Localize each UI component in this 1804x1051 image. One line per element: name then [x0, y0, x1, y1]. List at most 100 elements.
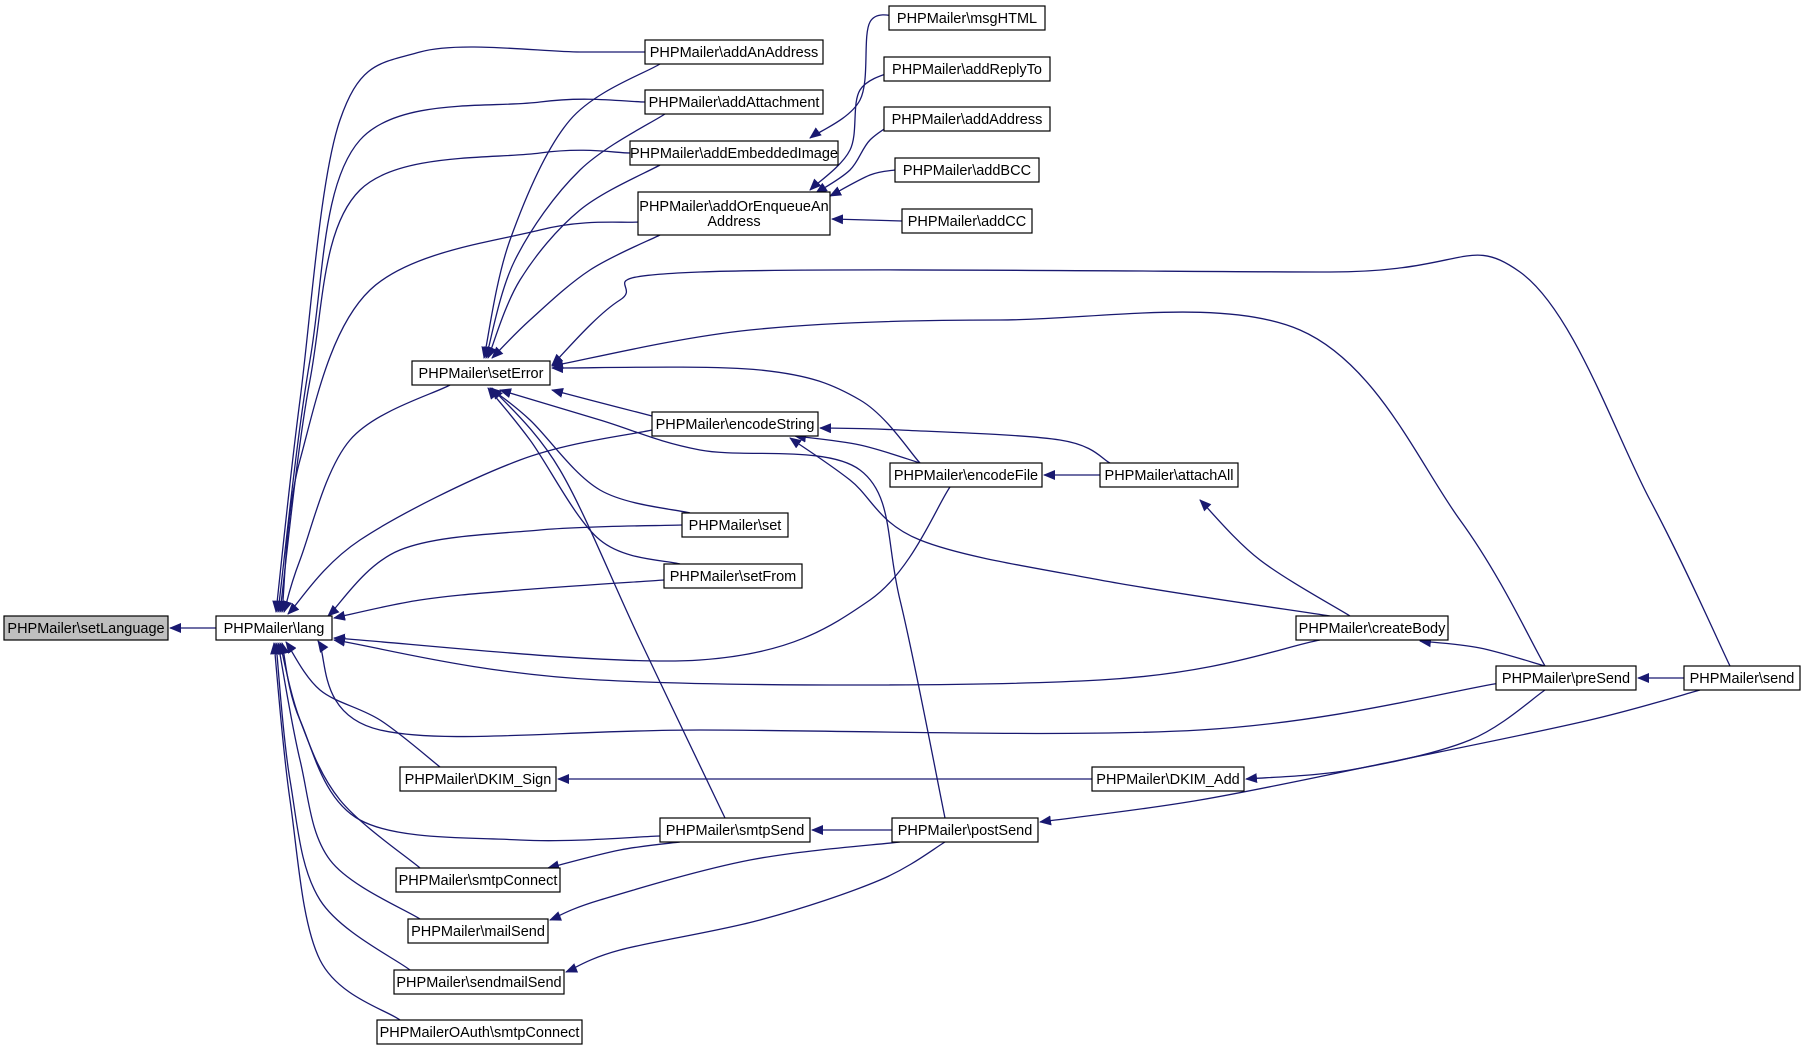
edge-postSend-to-mailSend — [549, 841, 901, 921]
edge-line — [487, 387, 681, 565]
node-setFrom[interactable]: PHPMailer\setFrom — [663, 563, 803, 589]
node-box[interactable] — [894, 157, 1040, 183]
edge-line — [1039, 689, 1701, 826]
node-box[interactable] — [1295, 615, 1449, 641]
edge-createBody-to-attachAll — [1199, 499, 1351, 617]
edge-line — [487, 164, 661, 359]
node-send[interactable]: PHPMailer\send — [1683, 665, 1801, 691]
node-box[interactable] — [1495, 665, 1637, 691]
edge-postSend-to-sendmailSend — [565, 841, 946, 973]
edge-addAttachment-to-lang — [274, 98, 646, 613]
node-lang[interactable]: PHPMailer\lang — [215, 615, 333, 641]
edge-line — [547, 841, 681, 871]
edge-addBCC-to-addOrEnqueue — [829, 169, 896, 197]
node-box[interactable] — [411, 360, 551, 386]
edge-line — [481, 63, 661, 359]
edge-oauthSmtpConnect-to-lang — [270, 642, 401, 1021]
node-box[interactable] — [1091, 766, 1245, 792]
node-smtpConnect[interactable]: PHPMailer\smtpConnect — [395, 867, 561, 893]
edge-line — [789, 437, 1331, 617]
node-box[interactable] — [644, 39, 824, 65]
edge-addOrEnqueue-to-setError — [491, 234, 661, 359]
node-box[interactable] — [891, 817, 1039, 843]
node-createBody[interactable]: PHPMailer\createBody — [1295, 615, 1449, 641]
node-box[interactable] — [376, 1019, 583, 1045]
edge-encodeFile-to-setError — [551, 363, 921, 464]
node-smtpSend[interactable]: PHPMailer\smtpSend — [659, 817, 811, 843]
edge-line — [491, 387, 726, 819]
node-box[interactable] — [215, 615, 333, 641]
node-addCC[interactable]: PHPMailer\addCC — [901, 208, 1033, 234]
node-box[interactable] — [399, 766, 557, 792]
node-box[interactable] — [3, 615, 169, 641]
node-box[interactable] — [651, 411, 819, 437]
node-postSend[interactable]: PHPMailer\postSend — [891, 817, 1039, 843]
node-box[interactable] — [393, 969, 565, 995]
node-label: PHPMailer\set — [689, 518, 782, 534]
edge-line — [809, 68, 901, 191]
edge-line — [831, 214, 903, 225]
node-setLanguage[interactable]: PHPMailer\setLanguage — [3, 615, 169, 641]
edge-line — [819, 423, 1111, 464]
node-label: PHPMailerOAuth\smtpConnect — [380, 1025, 580, 1041]
node-addAddress[interactable]: PHPMailer\addAddress — [883, 106, 1051, 132]
node-box[interactable] — [637, 191, 831, 236]
edge-createBody-to-lang — [333, 636, 1321, 686]
edge-sendmailSend-to-lang — [272, 642, 411, 971]
edge-line — [551, 388, 653, 417]
node-setError[interactable]: PHPMailer\setError — [411, 360, 551, 386]
node-addBCC[interactable]: PHPMailer\addBCC — [894, 157, 1040, 183]
node-box[interactable] — [1099, 462, 1239, 488]
node-mailSend[interactable]: PHPMailer\mailSend — [407, 918, 549, 944]
node-DKIM_Sign[interactable]: PHPMailer\DKIM_Sign — [399, 766, 557, 792]
edge-line — [499, 388, 946, 819]
node-addEmbeddedImage[interactable]: PHPMailer\addEmbeddedImage — [629, 140, 839, 166]
node-addAttachment[interactable]: PHPMailer\addAttachment — [644, 89, 824, 115]
node-box[interactable] — [681, 512, 789, 538]
node-box[interactable] — [1683, 665, 1801, 691]
node-sendmailSend[interactable]: PHPMailer\sendmailSend — [393, 969, 565, 995]
node-box[interactable] — [889, 462, 1043, 488]
node-box[interactable] — [888, 5, 1046, 31]
edge-setError-to-lang — [282, 384, 451, 613]
node-box[interactable] — [901, 208, 1033, 234]
node-box[interactable] — [395, 867, 561, 893]
edge-preSend-to-lang — [317, 640, 1501, 738]
edge-addReplyTo-to-addOrEnqueue — [809, 68, 901, 191]
edge-line — [794, 432, 921, 464]
edge-smtpSend-to-lang — [279, 642, 661, 842]
edge-addAnAddress-to-lang — [272, 46, 646, 613]
node-box[interactable] — [883, 106, 1051, 132]
node-label: PHPMailer\addBCC — [903, 163, 1031, 179]
edge-preSend-to-setError — [551, 311, 1546, 667]
node-encodeFile[interactable]: PHPMailer\encodeFile — [889, 462, 1043, 488]
node-box[interactable] — [629, 140, 839, 166]
node-attachAll[interactable]: PHPMailer\attachAll — [1099, 462, 1239, 488]
edge-addAnAddress-to-setError — [481, 63, 661, 359]
node-preSend[interactable]: PHPMailer\preSend — [1495, 665, 1637, 691]
node-DKIM_Add[interactable]: PHPMailer\DKIM_Add — [1091, 766, 1245, 792]
node-label: PHPMailer\setLanguage — [7, 621, 164, 637]
node-box[interactable] — [659, 817, 811, 843]
node-oauthSmtpConnect[interactable]: PHPMailerOAuth\smtpConnect — [376, 1019, 583, 1045]
node-msgHTML[interactable]: PHPMailer\msgHTML — [888, 5, 1046, 31]
edge-line — [333, 486, 951, 662]
node-label: PHPMailer\mailSend — [411, 924, 545, 940]
edge-line — [565, 841, 946, 973]
edge-line — [327, 524, 683, 617]
node-box[interactable] — [644, 89, 824, 115]
edge-line — [1419, 637, 1546, 667]
edge-line — [333, 579, 665, 621]
edge-line — [549, 841, 901, 921]
node-box[interactable] — [407, 918, 549, 944]
node-label: PHPMailer\smtpSend — [666, 823, 805, 839]
edge-createBody-to-encodeString — [789, 437, 1331, 617]
node-label: PHPMailer\setError — [419, 366, 544, 382]
node-box[interactable] — [663, 563, 803, 589]
node-addReplyTo[interactable]: PHPMailer\addReplyTo — [883, 56, 1051, 82]
node-encodeString[interactable]: PHPMailer\encodeString — [651, 411, 819, 437]
node-box[interactable] — [883, 56, 1051, 82]
node-set[interactable]: PHPMailer\set — [681, 512, 789, 538]
node-addAnAddress[interactable]: PHPMailer\addAnAddress — [644, 39, 824, 65]
